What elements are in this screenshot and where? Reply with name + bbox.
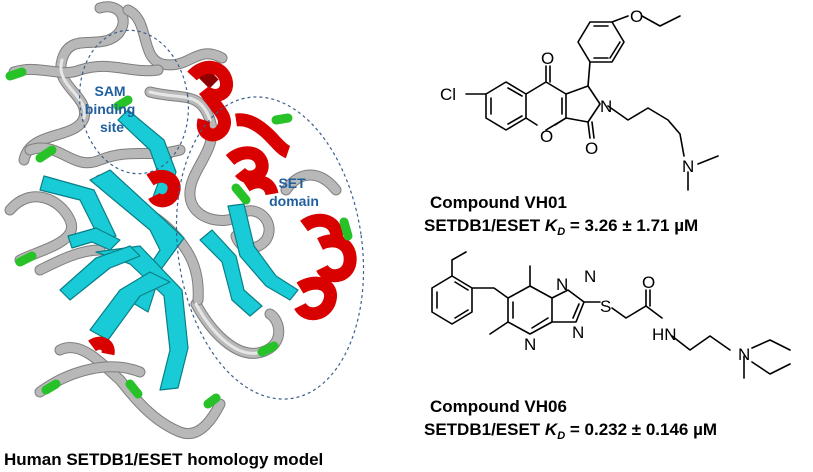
set-domain-outline (175, 96, 365, 400)
vh06-kd-prefix: SETDB1/ESET (424, 420, 545, 439)
sam-site-label: SAM binding site (85, 83, 139, 135)
sam-site-outline (78, 29, 190, 175)
vh06-name: Compound VH06 (430, 397, 567, 416)
vh06-atom-s: S (600, 297, 611, 316)
protein-ribbon-model: SAM binding site SET domain Human SETDB1… (4, 1, 365, 469)
vh06-kd-subscript: D (557, 430, 565, 442)
vh01-atom-n-amine: N (682, 157, 694, 176)
vh01-kd-symbol: K (545, 216, 559, 235)
vh06-kd-symbol: K (545, 420, 559, 439)
vh01-atom-o-ring: O (540, 127, 553, 146)
sam-label-line-2: binding (85, 101, 136, 117)
vh06-kd-value: = 0.232 ± 0.146 µM (565, 420, 717, 439)
sam-label-line-1: SAM (94, 83, 125, 99)
vh06-kd: SETDB1/ESET KD = 0.232 ± 0.146 µM (424, 420, 717, 442)
vh01-kd-prefix: SETDB1/ESET (424, 216, 545, 235)
vh06-atom-n3: N (572, 323, 584, 342)
protein-caption: Human SETDB1/ESET homology model (4, 450, 323, 469)
vh06-atom-n4: N (524, 335, 536, 354)
vh01-kd-value: = 3.26 ± 1.71 µM (565, 216, 698, 235)
vh01-kd: SETDB1/ESET KD = 3.26 ± 1.71 µM (424, 216, 698, 238)
vh06-atom-n-amine: N (738, 345, 750, 364)
vh01-name: Compound VH01 (430, 193, 567, 212)
sam-label-line-3: site (100, 119, 124, 135)
vh06-atom-n2: N (584, 267, 596, 286)
alpha-helices (88, 60, 357, 356)
vh01-atom-o-ketone: O (541, 49, 554, 68)
vh06-atom-n1: N (556, 275, 568, 294)
set-label-line-2: domain (269, 193, 319, 209)
turn-segments (5, 67, 353, 409)
vh01-kd-subscript: D (557, 226, 565, 238)
compound-vh01-structure: Cl O O O N N O Compound VH01 SETDB1/ESET… (424, 7, 719, 238)
set-domain-label: SET domain (269, 175, 319, 209)
vh06-atom-hn: HN (652, 325, 677, 344)
vh01-atom-o-ether: O (630, 7, 643, 26)
set-label-line-1: SET (278, 175, 306, 191)
vh06-atom-o: O (642, 273, 655, 292)
vh01-atom-cl: Cl (440, 85, 456, 104)
vh01-atom-o-lactam: O (585, 139, 598, 158)
vh01-atom-n-ring: N (600, 97, 612, 116)
compound-vh06-structure: N N N N S O HN N Compound VH06 SETDB1/ES… (424, 251, 791, 442)
